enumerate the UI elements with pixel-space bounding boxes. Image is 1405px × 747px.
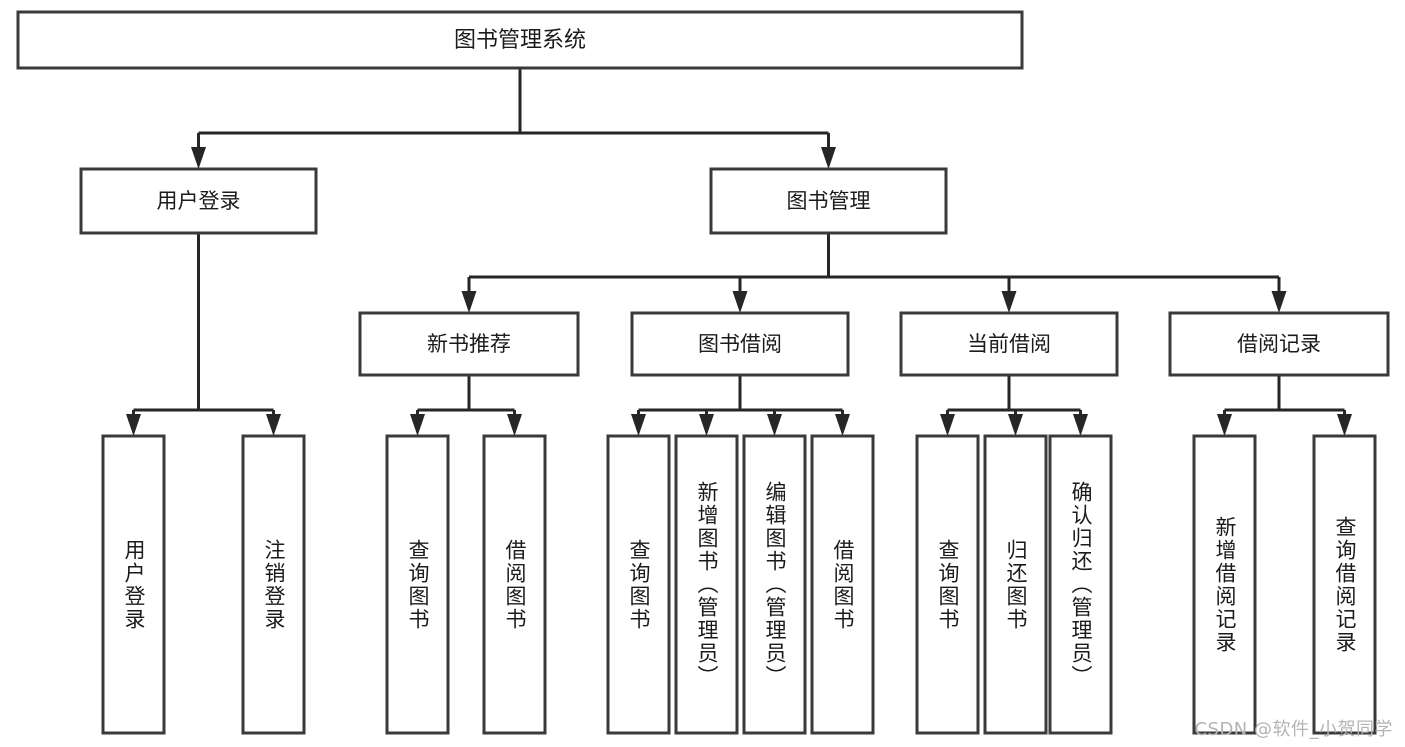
node-box-layer xyxy=(16,10,1390,735)
node-label-root: 图书管理系统 xyxy=(454,28,586,53)
node-box-root[interactable] xyxy=(16,10,1024,70)
arrow-head-leaf-query-book-borrow xyxy=(631,414,646,436)
arrow-head-book-manage xyxy=(821,147,836,169)
arrow-head-current-borrow xyxy=(1001,291,1017,313)
node-box-leaf-query-book-current[interactable] xyxy=(915,434,980,735)
arrow-head-leaf-add-book xyxy=(699,414,714,436)
node-box-user-login[interactable] xyxy=(79,167,318,235)
node-box-leaf-confirm-return[interactable] xyxy=(1048,434,1113,735)
node-box-leaf-borrow-book-rec[interactable] xyxy=(482,434,547,735)
arrow-head-user-login xyxy=(191,147,206,169)
connector-layer xyxy=(126,68,1352,436)
node-label-borrow-record: 借阅记录 xyxy=(1237,332,1321,356)
node-label-user-login: 用户登录 xyxy=(157,189,241,213)
node-label-current-borrow: 当前借阅 xyxy=(967,332,1051,356)
node-box-new-book-recommend[interactable] xyxy=(358,311,580,377)
arrow-head-leaf-user-login xyxy=(126,414,141,436)
arrow-head-leaf-query-book-rec xyxy=(410,414,425,436)
arrow-head-leaf-return-book xyxy=(1008,414,1023,436)
node-box-leaf-return-book[interactable] xyxy=(983,434,1048,735)
arrow-head-new-book-recommend xyxy=(461,291,477,313)
node-box-borrow-record[interactable] xyxy=(1168,311,1390,377)
node-label-new-book-recommend: 新书推荐 xyxy=(427,332,511,356)
node-box-leaf-add-book[interactable] xyxy=(674,434,739,735)
arrow-head-leaf-borrow-book xyxy=(835,414,850,436)
arrow-head-leaf-add-record xyxy=(1217,414,1232,436)
node-box-book-manage[interactable] xyxy=(709,167,948,235)
arrow-head-leaf-logout xyxy=(266,414,281,436)
arrow-head-book-borrow xyxy=(732,291,748,313)
node-box-leaf-borrow-book[interactable] xyxy=(810,434,875,735)
node-box-leaf-query-book-borrow[interactable] xyxy=(606,434,671,735)
arrow-head-leaf-edit-book xyxy=(767,414,782,436)
node-box-leaf-add-record[interactable] xyxy=(1192,434,1257,735)
arrow-head-borrow-record xyxy=(1271,291,1287,313)
arrow-head-leaf-borrow-book-rec xyxy=(507,414,522,436)
node-box-leaf-user-login[interactable] xyxy=(101,434,166,735)
arrow-head-leaf-confirm-return xyxy=(1073,414,1088,436)
node-label-book-manage: 图书管理 xyxy=(787,189,871,213)
node-box-leaf-edit-book[interactable] xyxy=(742,434,807,735)
node-box-book-borrow[interactable] xyxy=(630,311,850,377)
node-box-current-borrow[interactable] xyxy=(899,311,1119,377)
arrow-head-leaf-query-record xyxy=(1337,414,1352,436)
node-label-book-borrow: 图书借阅 xyxy=(698,332,782,356)
node-box-leaf-query-record[interactable] xyxy=(1312,434,1377,735)
node-box-leaf-logout[interactable] xyxy=(241,434,306,735)
node-box-leaf-query-book-rec[interactable] xyxy=(385,434,450,735)
watermark-text: CSDN @软件_小贺同学 xyxy=(1194,719,1393,740)
arrow-head-leaf-query-book-current xyxy=(940,414,955,436)
